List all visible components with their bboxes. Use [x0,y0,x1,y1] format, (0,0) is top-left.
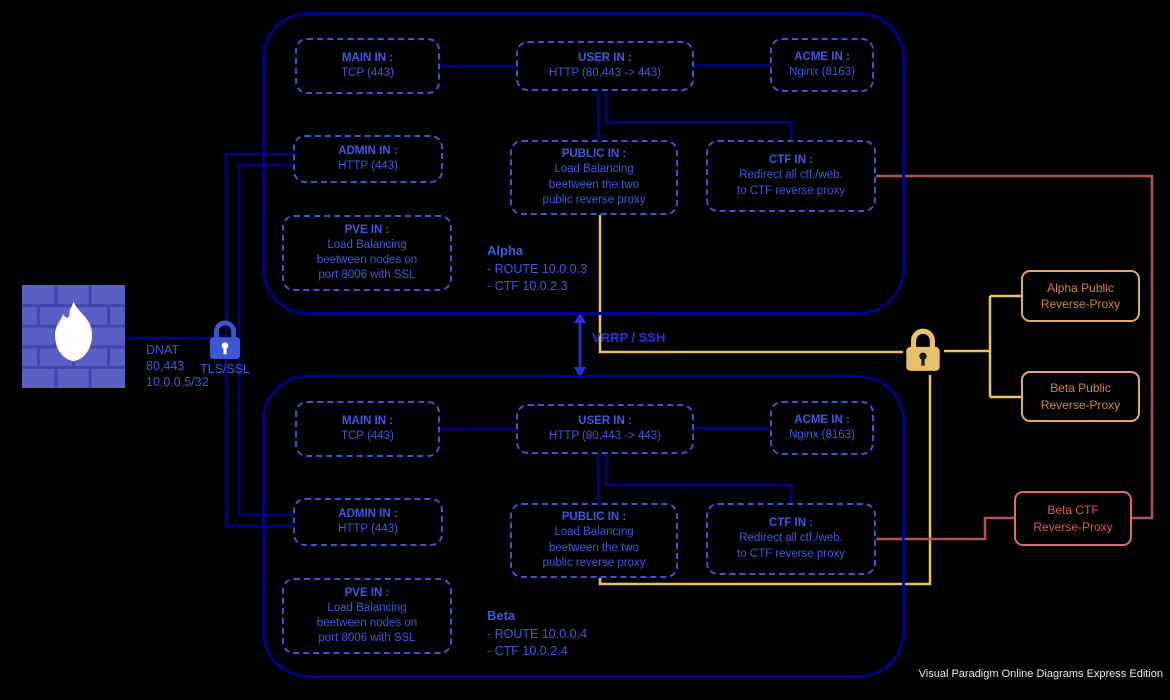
node-alpha-public-in[interactable]: PUBLIC IN : Load Balancing beetween the … [510,140,678,215]
node-line: beetween nodes on [316,617,418,629]
node-line: TCP (443) [341,67,394,79]
edge-beta-ctf-proxy [876,516,1014,541]
node-line: port 8006 with SSL [318,269,416,282]
vrrp-arrowhead-up [574,312,586,323]
tls-ssl-lock-icon[interactable] [206,318,244,362]
node-title: ADMIN IN : [338,507,398,520]
node-title: ADMIN IN : [338,144,398,157]
node-line: to CTF reverse proxy [737,184,845,197]
node-line: HTTP (443) [338,523,398,535]
proxy-line: Alpha Public [1047,280,1114,295]
edge-beta-public-lock [598,375,932,586]
node-alpha-main-in[interactable]: MAIN IN : TCP (443) [295,38,440,94]
node-beta-pve-in[interactable]: PVE IN : Load Balancing beetween nodes o… [282,578,452,654]
node-title: PVE IN : [344,223,390,236]
node-line: public reverse proxy [542,193,646,206]
node-beta-main-in[interactable]: MAIN IN : TCP (443) [295,401,440,457]
node-title: PVE IN : [344,586,390,599]
vrrp-ssh-label: VRRP / SSH [592,330,666,345]
node-line: Load Balancing [327,238,407,251]
alpha-route-line: - CTF 10.0.2.3 [487,279,568,293]
node-beta-ctf-in[interactable]: CTF IN : Redirect all ctf./web. to CTF r… [706,503,876,575]
node-alpha-pve-in[interactable]: PVE IN : Load Balancing beetween nodes o… [282,215,452,291]
node-line: TCP (443) [341,430,394,442]
node-line: HTTP (443) [338,160,398,172]
beta-group-container[interactable] [262,375,905,678]
node-line: HTTP (80,443 -> 443) [549,430,661,442]
node-beta-user-in[interactable]: USER IN : HTTP (80,443 -> 443) [516,404,694,454]
node-line: port 8006 with SSL [318,632,416,645]
node-title: CTF IN : [768,154,814,167]
node-beta-admin-in[interactable]: ADMIN IN : HTTP (443) [293,498,443,546]
node-line: Redirect all ctf./web. [739,532,843,545]
node-title: CTF IN : [768,517,814,530]
node-line: Nginx (8163) [789,66,855,78]
padlock-icon [906,328,940,371]
node-title: PUBLIC IN : [561,511,627,524]
alpha-route-line: - ROUTE 10.0.0.3 [487,262,588,276]
dnat-label: DNAT 80,443 10.0.0.5/32 [146,342,209,390]
firewall-icon[interactable] [22,285,125,388]
node-line: beetween the two [548,541,640,554]
node-alpha-ctf-in[interactable]: CTF IN : Redirect all ctf./web. to CTF r… [706,140,876,212]
node-line: public reverse proxy [542,556,646,569]
node-line: Nginx (8163) [789,429,855,441]
alpha-public-reverse-proxy-box[interactable]: Alpha Public Reverse-Proxy [1021,270,1140,322]
vrrp-arrowhead-down [574,367,586,378]
red-connectors [876,174,1154,541]
node-alpha-acme-in[interactable]: ACME IN : Nginx (8163) [770,38,874,92]
alpha-group-label: Alpha - ROUTE 10.0.0.3 - CTF 10.0.2.3 [487,242,587,295]
node-title: ACME IN : [794,413,850,426]
vrrp-arrow [574,312,586,378]
dnat-line: 80,443 [146,359,185,373]
node-alpha-user-in[interactable]: USER IN : HTTP (80,443 -> 443) [516,41,694,91]
edge-beta-user-ctf [604,454,793,503]
node-line: beetween the two [548,178,640,191]
node-title: MAIN IN : [341,414,394,427]
node-title: MAIN IN : [341,51,394,64]
node-line: Redirect all ctf./web. [739,169,843,182]
dnat-line: DNAT [146,343,180,357]
proxy-line: Reverse-Proxy [1033,519,1113,534]
proxy-line: Reverse-Proxy [1040,297,1121,311]
beta-group-label: Beta - ROUTE 10.0.0.4 - CTF 10.0.2.4 [487,607,587,660]
node-alpha-admin-in[interactable]: ADMIN IN : HTTP (443) [293,135,443,183]
proxy-line: Reverse-Proxy [1040,397,1121,412]
padlock-icon [209,320,241,359]
alpha-group-name: Alpha [487,243,524,258]
node-title: USER IN : [578,414,632,427]
node-line: Load Balancing [554,526,634,539]
node-beta-acme-in[interactable]: ACME IN : Nginx (8163) [770,401,874,455]
node-title: USER IN : [578,51,632,64]
watermark-text: Visual Paradigm Online Diagrams Express … [918,668,1163,680]
node-line: HTTP (80,443 -> 443) [549,67,661,79]
edge-alpha-public-lock [598,215,903,354]
edge-alpha-user-ctf [604,91,793,140]
tls-ssl-label: TLS/SSL [199,362,251,376]
node-line: to CTF reverse proxy [737,547,845,560]
beta-group-name: Beta [487,608,516,623]
gold-connectors [598,215,1021,586]
beta-public-reverse-proxy-box[interactable]: Beta Public Reverse-Proxy [1021,371,1140,422]
beta-route-line: - ROUTE 10.0.0.4 [487,627,588,641]
public-gateway-lock-icon[interactable] [902,326,944,374]
node-line: Load Balancing [554,163,634,176]
node-title: PUBLIC IN : [561,148,627,161]
proxy-line: Beta Public [1050,381,1111,396]
proxy-line: Beta CTF [1047,503,1099,518]
alpha-group-container[interactable] [262,12,905,315]
beta-route-line: - CTF 10.0.2.4 [487,644,568,658]
edge-alpha-ctf-proxy [876,174,1154,520]
beta-ctf-reverse-proxy-box[interactable]: Beta CTF Reverse-Proxy [1014,491,1132,546]
firewall-brick-flame-icon [22,285,125,388]
dnat-line: 10.0.0.5/32 [146,375,209,389]
node-title: ACME IN : [794,50,850,63]
node-beta-public-in[interactable]: PUBLIC IN : Load Balancing beetween the … [510,503,678,578]
node-line: Load Balancing [327,601,407,614]
node-line: beetween nodes on [316,254,418,266]
